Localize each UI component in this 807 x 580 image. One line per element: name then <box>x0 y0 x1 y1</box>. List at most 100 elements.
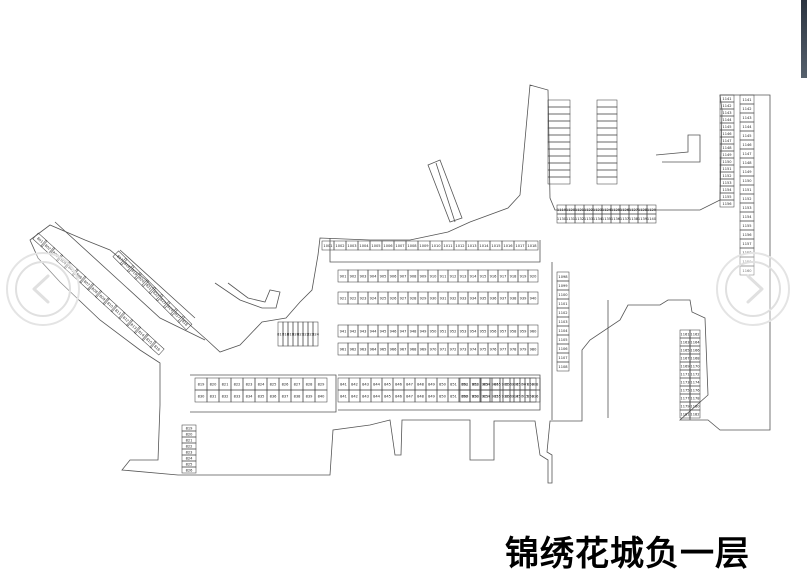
stall-number: 826 <box>186 468 194 472</box>
stall-number: 969 <box>420 347 428 351</box>
stall-number: 818 <box>181 319 189 327</box>
stall-number: 956 <box>490 329 498 333</box>
stall-number: 833 <box>234 394 241 398</box>
stall-number: 823 <box>186 450 193 454</box>
stall-number: 912 <box>492 394 499 398</box>
stall-number: 910 <box>472 394 480 398</box>
stall-number: 822 <box>302 332 309 336</box>
stall-number: 926 <box>390 296 398 300</box>
stall-number: 1180 <box>690 404 700 408</box>
stall-number: 1154 <box>742 215 752 219</box>
stall-number: 1177 <box>680 396 689 400</box>
stall-number: 959 <box>520 329 528 333</box>
parking-stall <box>596 148 618 157</box>
parking-stall <box>94 290 110 305</box>
stall-number: 1131 <box>566 217 575 221</box>
stall-number: 843 <box>362 382 369 386</box>
stall-number: 941 <box>340 329 347 333</box>
stall-number: 935 <box>480 296 487 300</box>
stall-number: 1178 <box>690 396 700 400</box>
stall-number: 846 <box>395 382 403 386</box>
stall-number: 915 <box>522 394 529 398</box>
parking-stall <box>141 333 157 349</box>
parking-stall <box>110 304 126 320</box>
stall-number: 836 <box>270 394 278 398</box>
parking-stall <box>170 308 186 324</box>
parking-stall <box>596 106 618 115</box>
stall-number: 851 <box>450 394 457 398</box>
stall-number: 816 <box>153 344 161 352</box>
stall-number: 858 <box>527 394 535 398</box>
stall-number: 940 <box>530 296 538 300</box>
prev-button[interactable] <box>6 252 80 326</box>
parking-stall <box>596 155 618 164</box>
stall-number: 1143 <box>722 111 731 115</box>
stall-number: 916 <box>490 274 498 278</box>
stall-number: 841 <box>340 394 347 398</box>
stall-number: 801 <box>36 236 44 244</box>
stall-number: 936 <box>490 296 498 300</box>
stall-number: 1127 <box>629 208 638 212</box>
parking-stall <box>547 113 571 122</box>
stall-number: 824 <box>258 382 266 386</box>
stall-number: 821 <box>186 438 193 442</box>
parking-stall <box>547 148 571 157</box>
stall-number: 821 <box>222 382 229 386</box>
stall-number: 845 <box>384 394 391 398</box>
stall-number: 852 <box>461 394 468 398</box>
stall-number: 904 <box>370 274 378 278</box>
parking-stall <box>148 286 164 302</box>
parking-stall <box>719 199 735 208</box>
parking-stall <box>596 176 618 185</box>
parking-stall <box>547 162 571 171</box>
stall-number: 937 <box>500 296 507 300</box>
stall-number: 1101 <box>558 302 567 306</box>
stall-number: 1172 <box>690 372 699 376</box>
parking-stall <box>162 300 178 316</box>
parking-stall <box>102 297 118 313</box>
stall-number: 847 <box>406 382 413 386</box>
stall-number: 908 <box>410 274 418 278</box>
stall-number: 1152 <box>722 174 731 178</box>
stall-number: 944 <box>370 329 378 333</box>
stall-number: 971 <box>440 347 447 351</box>
stall-number: 820 <box>292 332 300 336</box>
parking-stall <box>181 466 197 474</box>
stall-number: 958 <box>510 329 518 333</box>
parking-stall <box>547 155 571 164</box>
stall-number: 1154 <box>722 188 732 192</box>
stall-number: 838 <box>294 394 302 398</box>
stall-number: 1161 <box>680 332 689 336</box>
stall-number: 807 <box>83 280 91 288</box>
stall-number: 826 <box>282 382 290 386</box>
stall-number: 825 <box>186 462 193 466</box>
stall-number: 938 <box>510 296 518 300</box>
stall-number: 824 <box>186 456 194 460</box>
parking-stall <box>141 279 157 295</box>
stall-number: 811 <box>114 308 122 316</box>
stall-number: 1139 <box>638 217 648 221</box>
parking-stall <box>547 141 571 150</box>
stall-number: 1008 <box>407 244 417 248</box>
parking-stall <box>32 232 48 248</box>
stall-number: 1150 <box>742 179 752 183</box>
stall-number: 939 <box>520 296 528 300</box>
stall-number: 824 <box>166 305 174 313</box>
stall-number: 915 <box>480 274 487 278</box>
stall-number: 1124 <box>602 208 612 212</box>
stall-number: 1147 <box>742 152 751 156</box>
stall-number: 1144 <box>722 118 732 122</box>
stall-number: 902 <box>350 274 357 278</box>
stall-number: 911 <box>440 274 447 278</box>
next-button[interactable] <box>716 252 790 326</box>
stall-number: 1169 <box>680 364 690 368</box>
stall-number: 979 <box>520 347 528 351</box>
parking-stall <box>596 127 618 136</box>
parking-stall <box>79 275 95 291</box>
stall-number: 802 <box>44 244 52 252</box>
stall-number: 934 <box>470 296 478 300</box>
stall-number: 829 <box>318 382 326 386</box>
stall-number: 924 <box>370 296 378 300</box>
stall-number: 818 <box>282 332 290 336</box>
stall-number: 964 <box>370 347 378 351</box>
